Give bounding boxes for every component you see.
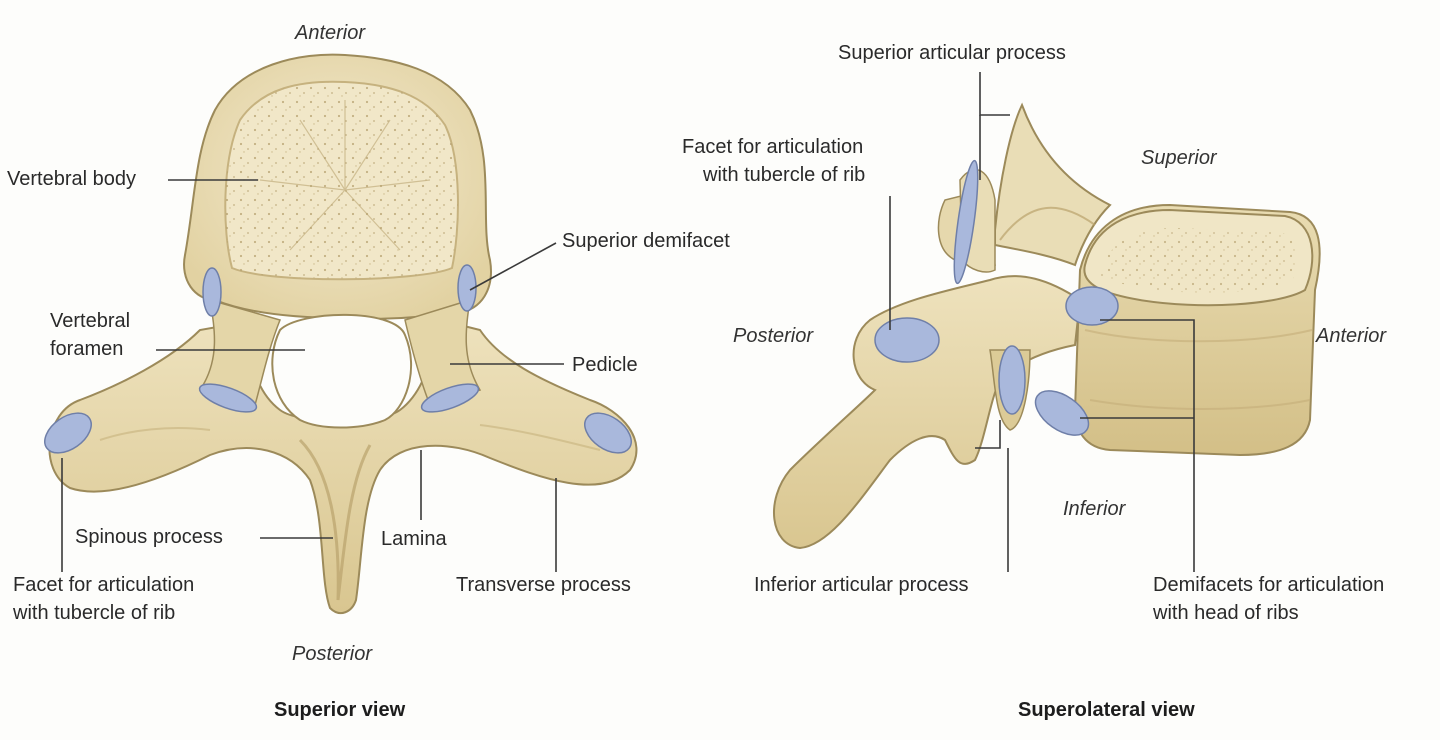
inferior-costal-demifacet [1034, 390, 1090, 436]
superolateral-view-leaders [889, 72, 1195, 572]
inferior-articular-facet [998, 345, 1026, 415]
superior-articular-facet [953, 159, 979, 285]
superior-demifacet-left [202, 267, 222, 317]
transverse-costal-facet [874, 317, 940, 363]
superior-demifacet-right [457, 264, 477, 312]
transverse-costal-facet-left [44, 412, 92, 454]
orient-superior: Superior [1141, 147, 1217, 169]
label-transverse-process: Transverse process [456, 574, 631, 596]
label-superior-demifacet: Superior demifacet [562, 230, 730, 252]
orient-anterior-right: Anterior [1316, 325, 1387, 347]
label-superior-articular-process: Superior articular process [838, 42, 1066, 64]
orient-inferior: Inferior [1063, 498, 1126, 520]
orient-posterior-right: Posterior [733, 325, 814, 347]
posterior-elements [773, 275, 1082, 550]
superior-articular-facet-left [198, 383, 258, 413]
label-facet-rib-left-line1: Facet for articulation [13, 574, 195, 596]
label-spinous-process: Spinous process [75, 526, 223, 548]
label-demifacets-line1: Demifacets for articulation [1153, 574, 1385, 596]
label-facet-rib-left-line2: with tubercle of rib [13, 602, 176, 624]
posterior-arch [48, 318, 638, 615]
superior-view-leaders [61, 179, 564, 572]
caption-superior-view: Superior view [274, 699, 406, 721]
label-vertebral-body: Vertebral body [7, 168, 136, 190]
label-facet-rib-right-line2: with tubercle of rib [703, 164, 866, 186]
label-demifacets-line2: with head of ribs [1153, 602, 1299, 624]
orient-posterior-left: Posterior [292, 643, 373, 665]
superior-articular-process [994, 102, 1112, 267]
vertebral-foramen [271, 313, 413, 429]
label-vertebral-foramen-line2: foramen [50, 338, 124, 360]
transverse-costal-facet-right [584, 412, 632, 454]
orient-anterior-left: Anterior [295, 22, 366, 44]
label-vertebral-foramen-line1: Vertebral [50, 310, 131, 332]
caption-superolateral-view: Superolateral view [1018, 699, 1195, 721]
superolateral-view-vertebra [773, 102, 1321, 550]
superior-costal-demifacet [1065, 286, 1119, 326]
label-inferior-articular-process: Inferior articular process [754, 574, 969, 596]
label-facet-rib-right-line1: Facet for articulation [682, 136, 864, 158]
label-lamina: Lamina [381, 528, 447, 550]
label-pedicle: Pedicle [572, 354, 638, 376]
superior-articular-facet-right [420, 383, 480, 413]
superior-view-vertebra [44, 53, 638, 615]
